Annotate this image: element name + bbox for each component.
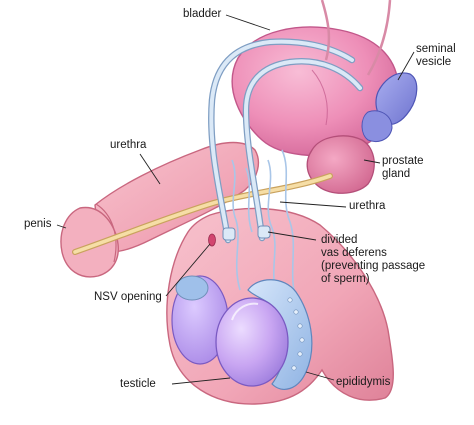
label-nsv-opening: NSV opening [94, 291, 162, 303]
testicle-right-highlight [231, 302, 259, 321]
seminal-vesicle-lower [361, 110, 393, 142]
testicle-right [215, 297, 289, 387]
label-vas-line4: of sperm) [321, 273, 370, 285]
label-vas-line2: vas deferens [321, 247, 387, 259]
urethra-tube-core [73, 174, 332, 254]
epididymis-coil [287, 297, 305, 371]
prostate-organ [306, 135, 375, 194]
vein-network [231, 149, 297, 301]
foreskin-ridge [95, 203, 117, 263]
vas-deferens-left-core [209, 39, 354, 242]
leader-lines [56, 14, 415, 385]
vas-deferens-right-core [243, 59, 362, 240]
label-bladder: bladder [183, 8, 222, 20]
label-urethra-lower: urethra [349, 200, 386, 212]
label-prostate-gland: prostate gland [382, 155, 424, 181]
vessel-top-left [320, 0, 331, 61]
label-epididymis: epididymis [336, 376, 391, 388]
label-urethra-upper: urethra [110, 139, 147, 151]
nsv-opening-mark [208, 233, 216, 247]
label-vas-line1: divided [321, 234, 358, 246]
label-prostate-line1: prostate [382, 155, 424, 167]
label-seminal-vesicle-line2: vesicle [416, 56, 452, 68]
vas-cut-left [222, 227, 236, 241]
label-seminal-vesicle-line1: seminal [416, 43, 456, 55]
bladder-inner-fold [311, 69, 328, 126]
label-penis: penis [24, 218, 52, 230]
label-vas-line3: (preventing passage [321, 260, 426, 272]
glans [60, 206, 119, 278]
label-seminal-vesicle: seminal vesicle [416, 43, 456, 69]
vessel-top-right [366, 0, 392, 76]
label-testicle: testicle [120, 378, 156, 390]
testicle-left-top [175, 275, 209, 301]
label-divided-vas-deferens: divided vas deferens (preventing passage… [321, 234, 425, 286]
label-prostate-line2: gland [382, 168, 411, 180]
